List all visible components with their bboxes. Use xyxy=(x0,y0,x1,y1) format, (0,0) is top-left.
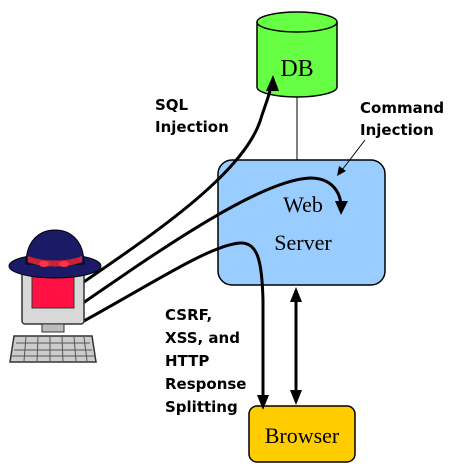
db-label: DB xyxy=(280,56,313,82)
client-attack-label-line1: CSRF, xyxy=(165,306,212,324)
hacker-computer-icon xyxy=(8,229,102,363)
command-injection-label-line2: Injection xyxy=(360,121,434,139)
web-server-node: Web Server xyxy=(217,159,386,286)
monitor-stand xyxy=(41,323,65,333)
web-server-label-line1: Web xyxy=(283,192,323,217)
browser-node: Browser xyxy=(248,405,356,463)
browser-label: Browser xyxy=(265,423,340,448)
client-attack-label-line5: Splitting xyxy=(165,398,238,416)
client-attack-label-line2: XSS, and xyxy=(165,329,240,347)
db-node: DB xyxy=(256,11,338,98)
keyboard-keys xyxy=(12,336,94,362)
sql-injection-arrowhead xyxy=(266,75,279,91)
client-attack-arrow xyxy=(81,241,265,398)
command-injection-pointer-head xyxy=(337,166,346,176)
arrowhead-up xyxy=(290,287,302,302)
command-injection-pointer xyxy=(341,139,366,171)
server-browser-arrow xyxy=(290,287,302,405)
web-server-label-line2: Server xyxy=(274,230,332,255)
db-cylinder-body xyxy=(256,22,338,98)
hacker-eye-right xyxy=(59,261,69,267)
client-attack-label-line4: Response xyxy=(165,375,246,393)
command-injection-arrow xyxy=(79,176,343,307)
hat-crown xyxy=(25,229,85,265)
command-injection-label-line1: Command xyxy=(360,99,444,117)
client-attack-arrowhead xyxy=(257,395,269,410)
hacker-eye-left xyxy=(39,261,49,267)
client-attack-label-line3: HTTP xyxy=(165,352,209,370)
command-injection-arrowhead xyxy=(335,201,348,215)
sql-injection-label-line2: Injection xyxy=(155,118,229,136)
db-cylinder-top xyxy=(256,11,338,33)
keyboard xyxy=(9,335,97,363)
browser-box xyxy=(248,405,356,463)
sql-injection-label-line1: SQL xyxy=(155,96,189,114)
sql-injection-arrow xyxy=(71,81,274,292)
arrowhead-down xyxy=(290,390,302,405)
web-server-box xyxy=(217,159,386,286)
